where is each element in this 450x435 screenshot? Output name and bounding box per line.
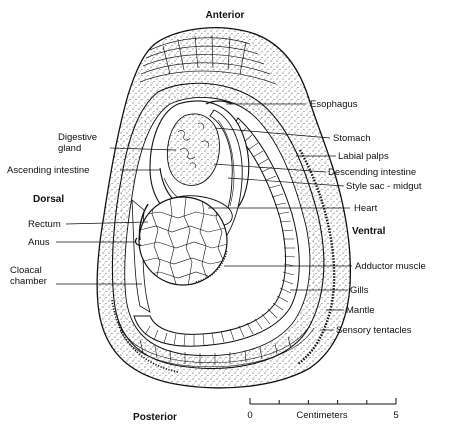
label-labial-palps: Labial palps <box>338 151 389 162</box>
label-cloacal-chamber: Cloacal chamber <box>10 265 47 287</box>
label-digestive-gland-line1: Digestive <box>58 132 97 143</box>
label-posterior: Posterior <box>133 412 177 423</box>
label-cloacal-chamber-line1: Cloacal <box>10 265 42 276</box>
anus <box>135 237 142 246</box>
scale-bar-min: 0 <box>247 410 252 421</box>
label-descending-intestine: Descending intestine <box>328 167 416 178</box>
scale-bar-max: 5 <box>393 410 398 421</box>
label-mantle: Mantle <box>346 305 375 316</box>
esophagus <box>205 100 233 105</box>
label-adductor-muscle: Adductor muscle <box>355 261 426 272</box>
rectum <box>138 203 149 241</box>
label-esophagus: Esophagus <box>310 99 358 110</box>
label-sensory-tentacles: Sensory tentacles <box>336 325 412 336</box>
label-ventral: Ventral <box>352 226 386 237</box>
visceral-mass <box>149 100 250 253</box>
scale-bar: 0 Centimeters 5 <box>247 398 399 421</box>
label-dorsal: Dorsal <box>33 194 64 205</box>
digestive-gland-tubules <box>177 122 209 169</box>
adductor-muscle <box>138 196 228 286</box>
scale-bar-unit: Centimeters <box>296 410 347 421</box>
shell-margin-fringe <box>297 149 336 365</box>
label-gills: Gills <box>350 285 369 296</box>
label-ascending-intestine: Ascending intestine <box>7 165 89 176</box>
label-style-sac: Style sac - midgut <box>346 181 422 192</box>
label-digestive-gland: Digestive gland <box>58 132 100 154</box>
label-anterior: Anterior <box>206 10 245 21</box>
label-heart: Heart <box>354 203 378 214</box>
scale-bar-ticks <box>249 398 397 404</box>
label-rectum: Rectum <box>28 219 61 230</box>
label-cloacal-chamber-line2: chamber <box>10 276 47 287</box>
label-anus: Anus <box>28 237 50 248</box>
leader-lines <box>56 103 352 331</box>
label-stomach: Stomach <box>333 133 371 144</box>
shell-growth-lines <box>139 34 277 85</box>
label-digestive-gland-line2: gland <box>58 143 81 154</box>
sensory-tentacles <box>117 321 315 367</box>
